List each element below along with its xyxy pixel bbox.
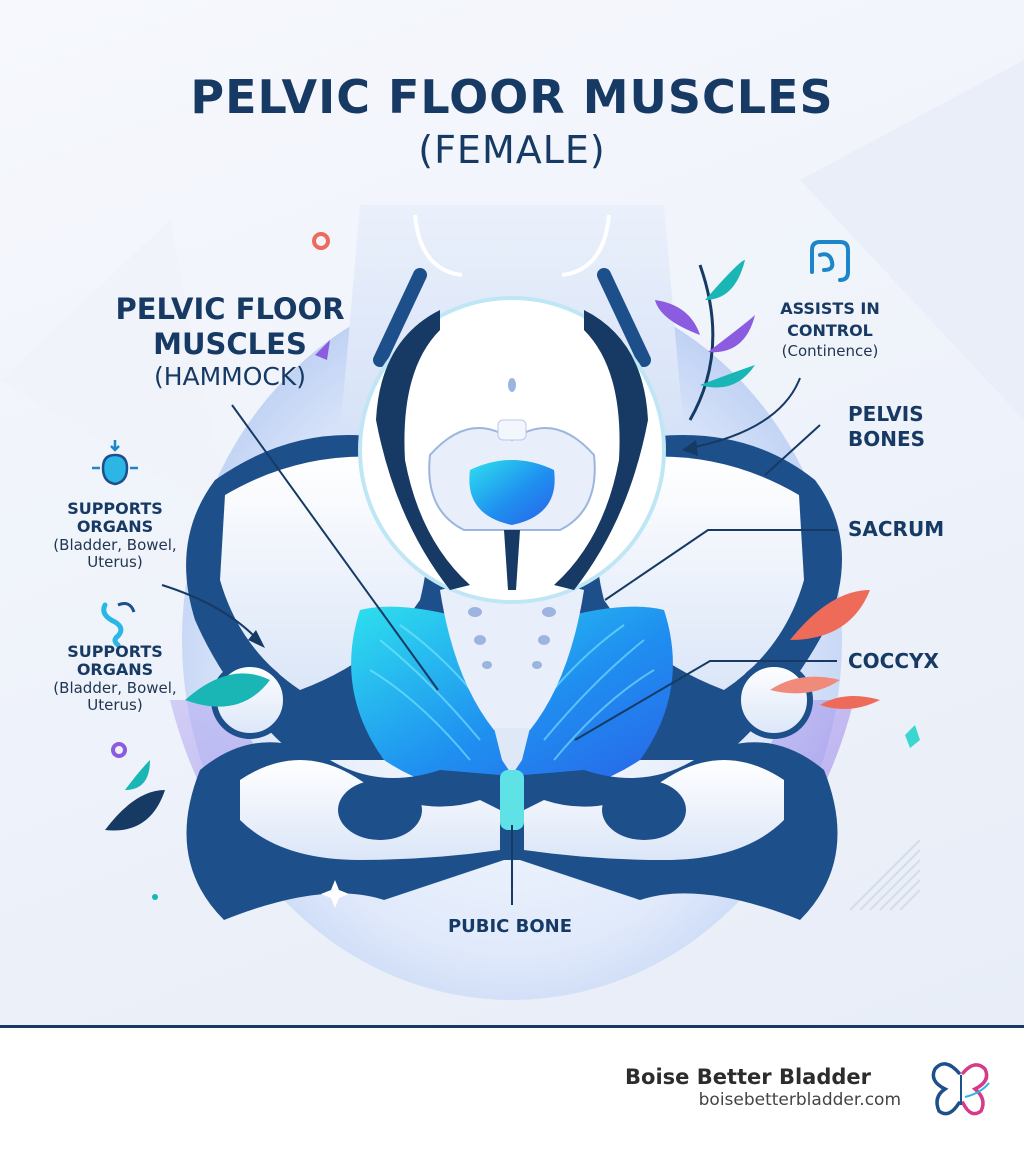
intestine-icon [810,240,850,282]
arrowhead [682,440,698,456]
label-line: PELVIC FLOOR [115,292,345,326]
label-line: SUPPORTS [67,642,163,661]
magnified-spine-shadow [504,530,520,590]
decor-dot [152,894,158,900]
navel [508,378,516,392]
label-line: ORGANS [76,660,154,680]
footer: Boise Better Bladder boisebetterbladder.… [0,1028,1024,1154]
pubic-symphysis [500,770,524,830]
label-line: ASSISTS IN [780,299,880,318]
coccyx-bone [494,728,530,775]
sparkle [321,880,349,908]
right-hip-joint [735,661,813,739]
decor-ring [312,232,330,250]
left-obturator-foramen [338,780,422,840]
label-supports-organs-2: SUPPORTS ORGANS (Bladder, Bowel, Uterus) [40,642,190,715]
label-line: CONTROL [787,321,873,341]
label-assists-in-control: ASSISTS IN CONTROL (Continence) [760,298,900,360]
background-facet [800,60,1024,420]
brand-name: Boise Better Bladder [625,1065,871,1089]
hatch-pattern [849,839,921,911]
label-detail: Uterus) [87,553,143,572]
decor-ring [111,742,127,758]
label-line: MUSCLES [153,327,307,362]
label-detail: (Bladder, Bowel, [53,678,177,697]
magnifier-torso-right [554,310,648,590]
label-line: BONES [848,427,926,451]
label-pelvis-bones: PELVIS BONES [848,402,968,452]
brand-url: boisebetterbladder.com [698,1090,901,1110]
label-detail: Uterus) [87,696,143,715]
label-pelvic-floor-muscles: PELVIC FLOOR MUSCLES (HAMMOCK) [80,292,380,392]
pelvis-illustration [0,60,1024,1000]
bladder-icon [92,440,138,486]
chest-contour [413,214,463,277]
chest-contour [561,214,611,277]
page-title: PELVIC FLOOR MUSCLES [190,70,834,124]
arrowhead [248,630,265,648]
muscle-fibers [369,624,655,761]
footer-divider [0,1025,1024,1028]
label-detail: (Bladder, Bowel, [53,535,177,554]
sacral-foramina [468,607,556,669]
decorative-leaves [105,260,920,831]
magnifier-torso-left [376,310,470,590]
label-detail: (HAMMOCK) [153,361,307,391]
label-line: ORGANS [76,517,154,537]
diagram-canvas: PELVIC FLOOR MUSCLES (FEMALE) PELVIC FLO… [0,0,1024,1025]
label-pubic-bone: PUBIC BONE [447,916,573,937]
torso-side-contour [597,268,651,367]
pelvic-floor-muscles [351,606,673,792]
page-subtitle: (FEMALE) [418,128,606,172]
label-line: PELVIS [848,402,924,426]
torso-side-contour [373,268,427,367]
right-obturator-foramen [602,780,686,840]
magnified-vertebra [497,419,527,441]
magnified-pelvic-floor [469,460,555,525]
label-coccyx: COCCYX [848,649,939,673]
butterfly-logo-icon [931,1062,990,1116]
label-detail: (Continence) [781,341,879,360]
label-sacrum: SACRUM [848,517,945,541]
leader-lines [161,377,837,905]
background-facet [0,220,230,520]
label-supports-organs-1: SUPPORTS ORGANS (Bladder, Bowel, Uterus) [40,499,190,572]
bowel-organ-icon [101,602,136,648]
label-line: SUPPORTS [67,499,163,518]
sacrum-bone [440,580,584,730]
